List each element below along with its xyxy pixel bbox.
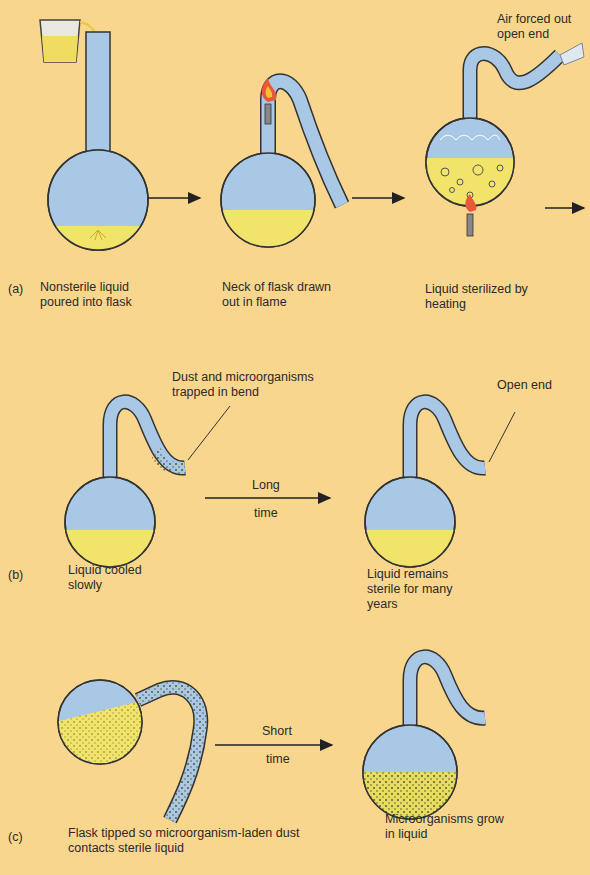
flask-heating-part-part	[473, 165, 483, 175]
swan-neck-flask-sterile-part	[405, 474, 415, 484]
tipped-flask-part	[58, 680, 142, 764]
leader-lines	[188, 406, 515, 462]
flask-heating-part	[467, 214, 473, 236]
flask-drawn-neck	[210, 78, 342, 260]
arrow-label: time	[266, 752, 316, 767]
flask-pouring	[40, 20, 160, 266]
swan-neck-flask-sterile	[360, 402, 485, 580]
step-caption: Liquid sterilized by heating	[425, 282, 545, 312]
flask-contaminated-part	[410, 657, 485, 730]
flask-drawn-neck-part	[221, 153, 315, 247]
flask-drawn-neck-part	[265, 104, 271, 124]
flask-pouring-part	[40, 226, 160, 266]
callout-label: Open end	[497, 378, 557, 393]
flask-heating-part	[465, 112, 475, 122]
step-caption: Microorganisms grow in liquid	[385, 812, 515, 842]
part-letter: (c)	[8, 830, 38, 845]
flask-pouring-part	[86, 32, 110, 157]
step-arrows-part	[205, 497, 330, 499]
swan-neck-flask-dusty-part	[105, 474, 115, 484]
arrow-label: Long	[252, 478, 302, 493]
flask-heating-part	[470, 54, 560, 121]
step-caption: Flask tipped so microorganism-laden dust…	[68, 826, 308, 856]
step-arrows-part	[148, 197, 200, 199]
flask-contaminated-part	[410, 657, 485, 730]
step-caption: Nonsterile liquid poured into flask	[40, 280, 170, 310]
flask-heating-part-part	[450, 188, 455, 193]
callout-label: Dust and microorganisms trapped in bend	[172, 370, 347, 400]
step-arrows	[148, 198, 584, 745]
swan-neck-flask-sterile-part	[410, 402, 485, 480]
step-arrows-part	[215, 744, 332, 746]
flask-drawn-neck-part	[266, 86, 273, 98]
part-letter: (b)	[8, 568, 38, 583]
leader-lines-part	[489, 412, 515, 462]
flask-pouring-part	[87, 150, 109, 162]
flask-pouring-part	[48, 150, 148, 250]
swan-neck-flask-dusty-part	[65, 477, 155, 567]
flask-contaminated-part	[363, 725, 457, 819]
swan-neck-flask-sterile-part	[365, 477, 455, 567]
leader-lines-part	[188, 406, 230, 460]
flask-heating-part	[426, 118, 514, 206]
flask-heating-part	[470, 54, 560, 121]
tipped-flask-part	[138, 687, 201, 820]
arrow-label: time	[254, 506, 304, 521]
step-caption: Neck of flask drawn out in flame	[222, 280, 342, 310]
step-arrows-part	[352, 197, 404, 199]
swan-neck-flask-dusty	[60, 402, 185, 580]
tipped-flask-part	[55, 700, 145, 780]
flask-drawn-neck-part	[262, 150, 274, 160]
arrow-label: Short	[262, 724, 312, 739]
flask-heating-part-part	[489, 181, 495, 187]
flask-heating	[420, 43, 584, 236]
flask-heating-part	[441, 165, 503, 198]
tipped-flask	[55, 680, 201, 820]
step-arrows-part	[545, 207, 584, 209]
flask-heating-part	[440, 135, 500, 140]
swan-neck-flask-dusty-part	[110, 402, 185, 480]
tipped-flask-part	[55, 700, 145, 780]
flask-pouring-part	[40, 20, 80, 62]
step-caption: Liquid cooled slowly	[68, 563, 168, 593]
flask-heating-part-part	[441, 168, 449, 176]
flask-heating-part	[560, 43, 584, 65]
callout-label: Air forced out open end	[497, 12, 585, 42]
flask-pouring-part	[90, 230, 106, 240]
step-caption: Liquid remains sterile for many years	[367, 567, 482, 612]
flask-heating-part-part	[457, 179, 463, 185]
tipped-flask-part	[138, 687, 201, 820]
part-letter: (a)	[8, 282, 38, 297]
flask-heating-part	[465, 194, 476, 212]
flask-contaminated-part	[405, 722, 415, 732]
swan-neck-flask-dusty-part	[155, 450, 185, 468]
tipped-flask-part	[138, 687, 201, 820]
swan-neck-flask-sterile-part	[410, 402, 485, 480]
flask-contaminated	[355, 657, 485, 822]
flask-pouring-part	[42, 36, 78, 62]
swan-neck-flask-dusty-part	[110, 402, 185, 480]
flask-heating-part-part	[497, 165, 503, 171]
flask-drawn-neck-part	[262, 78, 276, 102]
